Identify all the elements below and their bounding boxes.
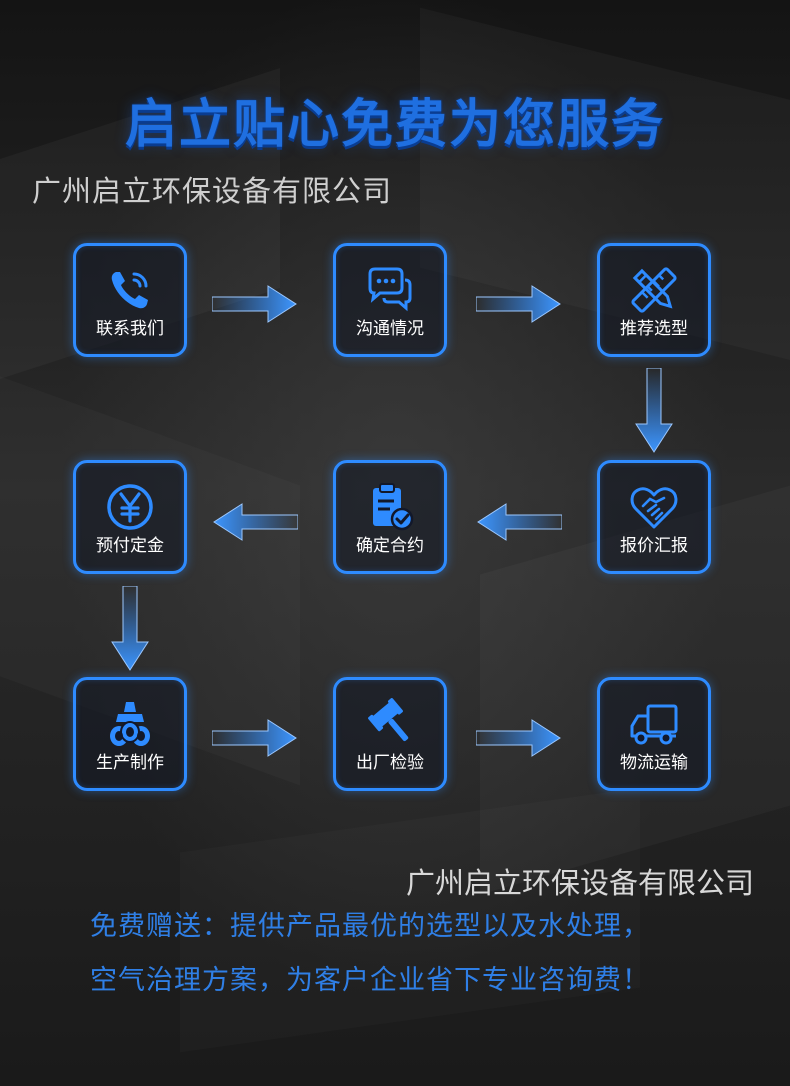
- handshake-heart-icon: [628, 481, 680, 533]
- ruler-pencil-icon: [628, 264, 680, 316]
- step-label: 生产制作: [96, 753, 164, 773]
- arrow-right-icon: [476, 284, 562, 324]
- arrow-down-icon: [634, 368, 674, 454]
- chat-bubbles-icon: [364, 264, 416, 316]
- step-prepay-deposit[interactable]: 预付定金: [73, 460, 187, 574]
- arrow-down-icon: [110, 586, 150, 672]
- arrow-right-icon: [212, 284, 298, 324]
- clipboard-check-icon: [364, 481, 416, 533]
- step-confirm-contract[interactable]: 确定合约: [333, 460, 447, 574]
- step-recommend-model[interactable]: 推荐选型: [597, 243, 711, 357]
- step-logistics[interactable]: 物流运输: [597, 677, 711, 791]
- step-label: 预付定金: [96, 536, 164, 556]
- step-factory-inspection[interactable]: 出厂检验: [333, 677, 447, 791]
- arrow-right-icon: [476, 718, 562, 758]
- step-label: 报价汇报: [620, 536, 688, 556]
- step-communicate[interactable]: 沟通情况: [333, 243, 447, 357]
- arrow-left-icon: [476, 502, 562, 542]
- company-name: 广州启立环保设备有限公司: [32, 174, 393, 208]
- step-label: 联系我们: [96, 319, 164, 339]
- step-label: 推荐选型: [620, 319, 688, 339]
- arrow-left-icon: [212, 502, 298, 542]
- step-label: 确定合约: [356, 536, 424, 556]
- yuan-coin-icon: [104, 481, 156, 533]
- step-label: 物流运输: [620, 753, 688, 773]
- pipes-icon: [104, 698, 156, 750]
- phone-icon: [104, 264, 156, 316]
- truck-icon: [628, 698, 680, 750]
- step-production[interactable]: 生产制作: [73, 677, 187, 791]
- step-label: 沟通情况: [356, 319, 424, 339]
- step-label: 出厂检验: [356, 753, 424, 773]
- footer-company-name: 广州启立环保设备有限公司: [405, 866, 754, 900]
- step-contact-us[interactable]: 联系我们: [73, 243, 187, 357]
- arrow-right-icon: [212, 718, 298, 758]
- free-offer-line-2: 空气治理方案，为客户企业省下专业咨询费！: [90, 965, 650, 996]
- free-offer-line-1: 免费赠送：提供产品最优的选型以及水处理，: [90, 911, 650, 942]
- step-quote-report[interactable]: 报价汇报: [597, 460, 711, 574]
- gavel-icon: [364, 698, 416, 750]
- page-title: 启立贴心免费为您服务: [124, 95, 665, 155]
